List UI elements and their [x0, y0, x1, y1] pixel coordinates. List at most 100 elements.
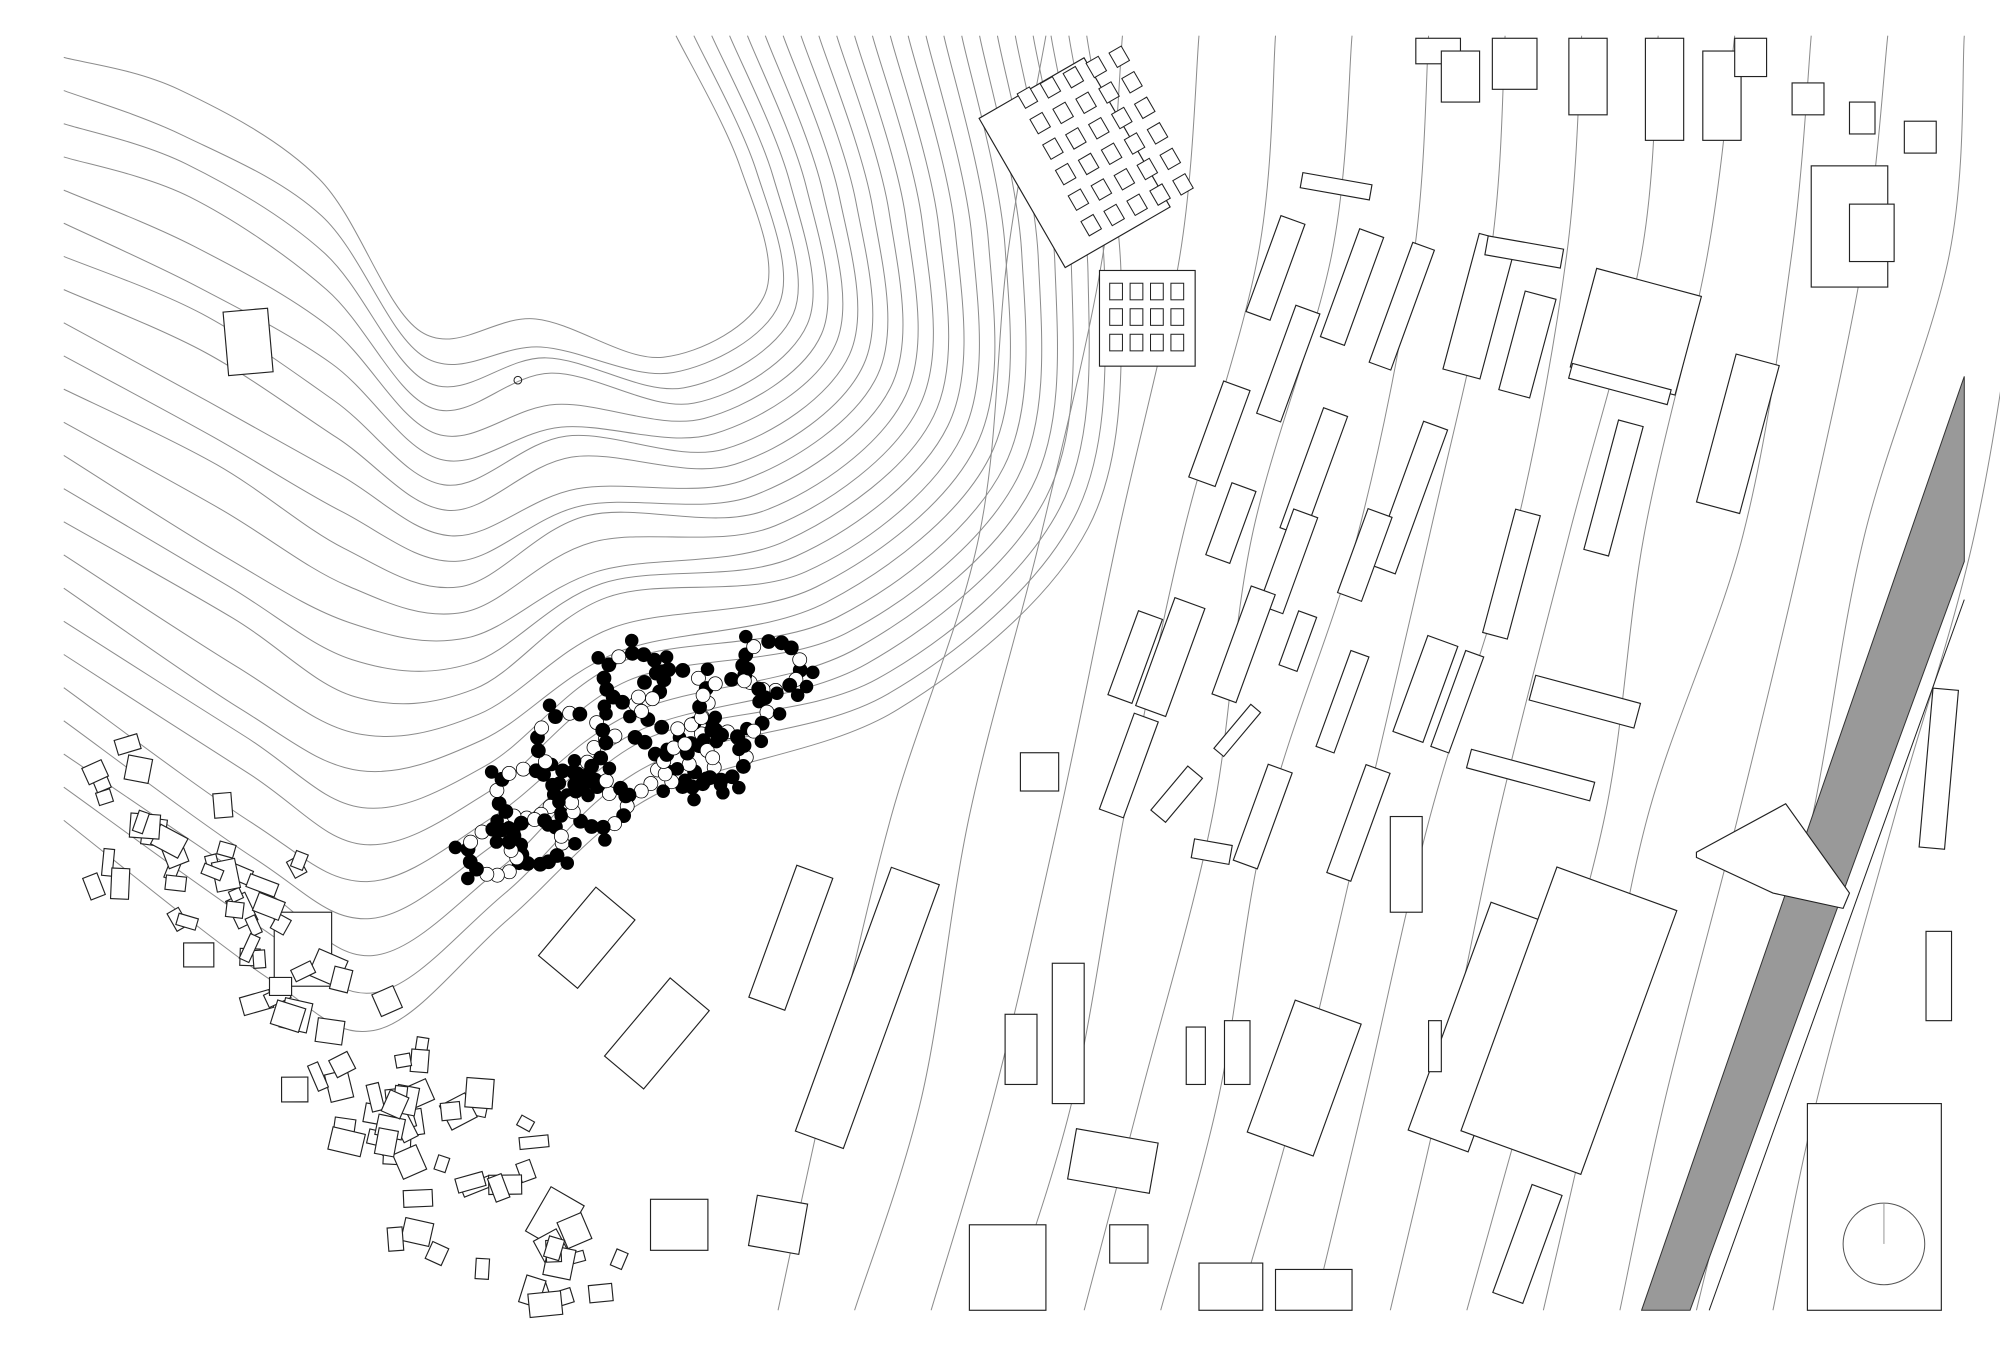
village-building: [365, 1081, 386, 1113]
housing-unit: [1067, 188, 1090, 212]
tree: [732, 780, 746, 795]
tree: [513, 815, 529, 831]
building: [1213, 703, 1262, 758]
tree: [687, 792, 701, 807]
tree: [572, 706, 588, 722]
village-building: [386, 1226, 405, 1252]
village-building: [474, 1257, 491, 1280]
contour-line: [63, 35, 770, 358]
housing-unit: [1170, 282, 1185, 301]
tree: [783, 640, 799, 656]
well-marker: [513, 375, 523, 385]
building: [1806, 1103, 1942, 1311]
housing-unit: [1172, 172, 1194, 196]
village-building: [306, 1061, 330, 1093]
village-building: [433, 1154, 451, 1174]
tree: [724, 671, 739, 687]
tree: [746, 723, 762, 739]
building: [1051, 962, 1085, 1105]
tree: [735, 759, 751, 774]
housing-unit: [1146, 121, 1169, 145]
tree: [647, 652, 662, 668]
housing-unit: [1133, 96, 1156, 120]
village-building: [131, 809, 151, 835]
building: [1918, 687, 1960, 850]
tree: [637, 674, 652, 690]
contour-line: [63, 35, 965, 672]
village-building: [81, 872, 107, 901]
tree: [568, 836, 582, 851]
tree: [659, 650, 674, 664]
building: [1019, 752, 1060, 792]
housing-unit: [1129, 308, 1144, 326]
tree: [461, 871, 475, 886]
tree: [730, 729, 745, 745]
contour-line: [63, 35, 980, 705]
tree: [700, 662, 715, 677]
building: [603, 977, 711, 1090]
village-building: [393, 1052, 413, 1069]
village-building: [328, 965, 354, 994]
housing-unit: [1126, 193, 1149, 217]
housing-unit: [1103, 203, 1126, 227]
tree: [601, 657, 617, 673]
village-building: [123, 754, 154, 785]
tree: [790, 688, 805, 703]
tree: [624, 633, 639, 648]
building: [1370, 420, 1449, 575]
tree: [554, 809, 568, 823]
village-building: [280, 1076, 309, 1103]
village-building: [216, 840, 237, 859]
river-bank-line: [1708, 599, 1965, 1311]
village-building: [464, 1076, 495, 1110]
building: [1246, 999, 1362, 1157]
housing-unit: [1087, 116, 1110, 140]
building: [1528, 674, 1642, 729]
building: [1492, 1183, 1563, 1305]
housing-unit: [1110, 106, 1133, 130]
contour-line: [63, 35, 889, 537]
building: [1791, 82, 1825, 116]
tree: [618, 788, 634, 804]
housing-unit: [1150, 308, 1164, 326]
building: [1336, 507, 1393, 603]
housing-unit: [1129, 333, 1144, 352]
building: [1925, 930, 1953, 1022]
village-building: [109, 867, 131, 900]
contour-line: [63, 35, 844, 462]
village-building: [200, 862, 225, 882]
contour-line: [63, 35, 1027, 809]
housing-unit: [1121, 70, 1143, 94]
building: [1205, 482, 1257, 565]
village-building: [252, 949, 267, 970]
village-building: [175, 912, 200, 931]
village-building: [556, 1211, 593, 1250]
housing-unit: [1136, 157, 1159, 181]
tree: [552, 795, 566, 809]
contour-line: [63, 35, 859, 486]
tree: [596, 670, 612, 686]
village-building: [327, 1050, 357, 1079]
village-building: [327, 1126, 367, 1158]
contour-line: [63, 35, 799, 390]
housing-unit: [1085, 55, 1108, 79]
housing-unit: [1109, 282, 1123, 301]
village-building: [402, 1188, 434, 1208]
building: [1644, 37, 1685, 141]
building: [1848, 203, 1895, 263]
housing-unit: [1052, 101, 1075, 125]
building: [1098, 712, 1159, 819]
tree: [552, 776, 567, 790]
tree: [657, 766, 673, 782]
tree: [754, 734, 769, 749]
bridge: [1695, 803, 1851, 910]
building: [1440, 50, 1481, 103]
housing-unit: [1159, 147, 1182, 171]
building: [649, 1198, 709, 1251]
building: [1568, 37, 1608, 116]
tree: [770, 686, 784, 700]
tree: [598, 773, 614, 789]
village-building: [542, 1235, 566, 1262]
building: [1481, 508, 1542, 640]
